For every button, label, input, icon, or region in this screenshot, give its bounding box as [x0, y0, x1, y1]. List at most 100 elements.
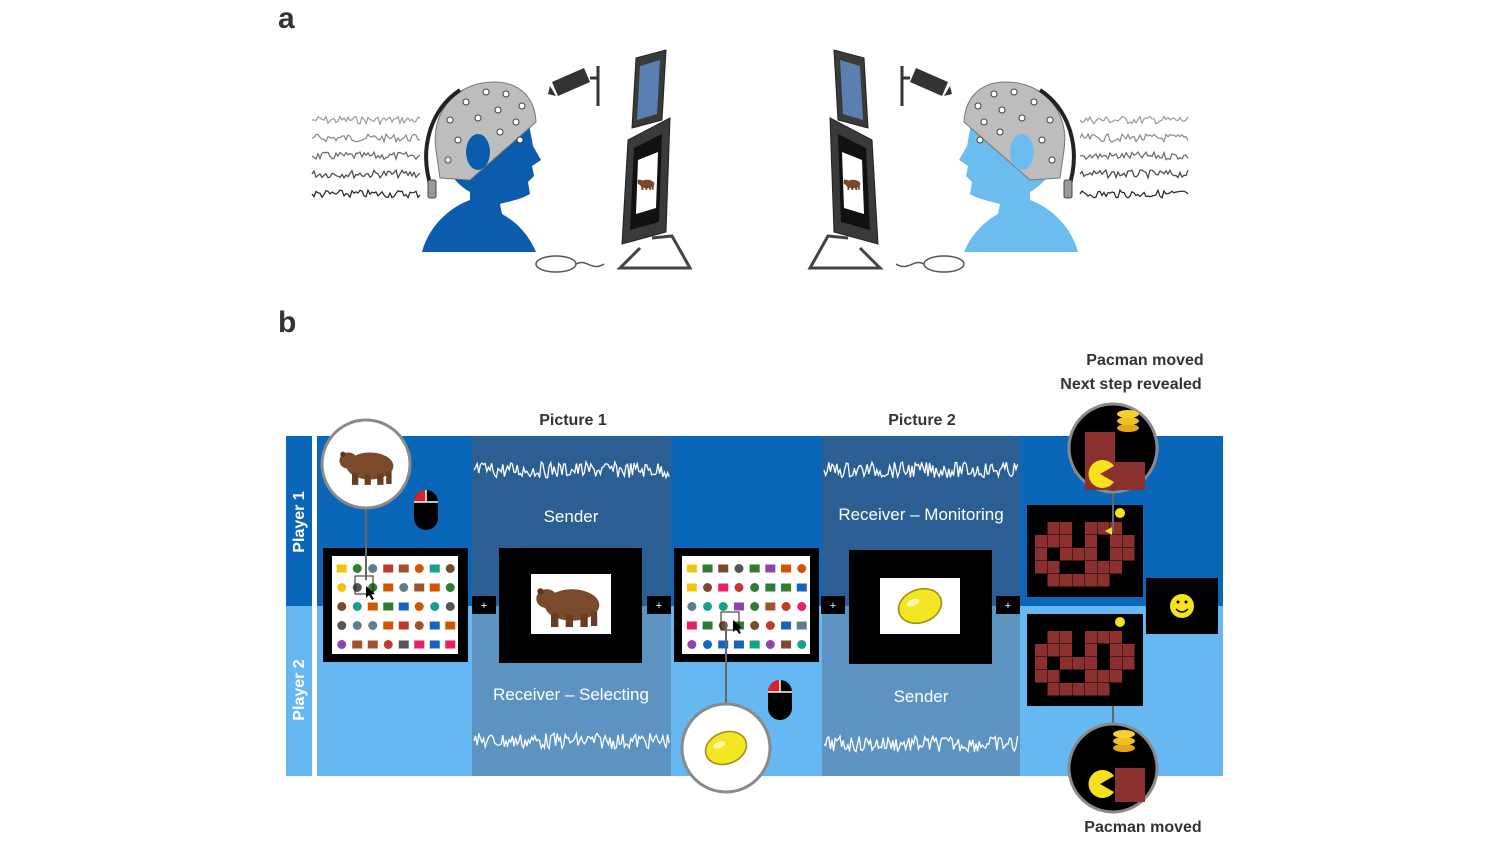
- grid-thumbnail: [445, 640, 456, 649]
- maze-cell: [1035, 657, 1047, 670]
- maze-cell: [1085, 574, 1097, 587]
- maze-cell: [1072, 657, 1085, 670]
- grid-thumbnail: [765, 640, 775, 649]
- grid-thumbnail: [445, 564, 455, 573]
- grid-thumbnail: [352, 602, 362, 611]
- maze-cell: [1047, 535, 1060, 548]
- maze-cell: [1110, 644, 1122, 657]
- picture2-role-bottom: Sender: [894, 687, 949, 706]
- grid-thumbnail: [337, 583, 347, 592]
- grid-thumbnail: [398, 640, 409, 649]
- grid-thumbnail: [414, 602, 424, 611]
- grid-thumbnail: [352, 564, 362, 573]
- grid-thumbnail: [367, 602, 378, 611]
- grid-thumbnail: [797, 564, 807, 573]
- grid-thumbnail: [781, 640, 792, 649]
- maze-cell: [1047, 683, 1060, 696]
- left-eeg-traces: [311, 115, 421, 200]
- grid-thumbnail: [429, 621, 440, 630]
- pacman-zoom-top: [1067, 402, 1159, 494]
- maze-cell: [1097, 631, 1110, 644]
- maze-cell: [1110, 631, 1122, 644]
- grid-thumbnail: [383, 621, 394, 630]
- grid-thumbnail: [430, 602, 440, 611]
- maze-cell: [1085, 644, 1097, 657]
- maze-cell: [1085, 670, 1097, 683]
- maze-cell: [1097, 670, 1110, 683]
- maze-cell: [1097, 561, 1110, 574]
- grid-thumbnail: [796, 621, 807, 630]
- maze-cell: [1085, 535, 1097, 548]
- mouse-click-icon: [768, 680, 792, 720]
- grid-thumbnail: [765, 621, 775, 630]
- grid-thumbnail: [796, 583, 807, 592]
- maze-cell: [1060, 522, 1072, 535]
- grid-thumbnail: [750, 602, 760, 611]
- eeg-wave: [473, 731, 670, 751]
- grid-thumbnail: [797, 640, 807, 649]
- grid-thumbnail: [352, 640, 363, 649]
- maze-cell: [1060, 683, 1072, 696]
- pacman-zoom-bottom: [1067, 722, 1159, 814]
- left-monitor-setup: [616, 49, 693, 270]
- eeg-trace: [311, 168, 421, 180]
- maze-cell: [1035, 535, 1047, 548]
- outcome-bottom-label: Pacman moved: [1084, 819, 1201, 836]
- picture-grid-1: [323, 548, 468, 662]
- picture1-role-top: Sender: [544, 507, 599, 526]
- grid-thumbnail: [352, 583, 362, 592]
- maze-cell: [1097, 522, 1110, 535]
- maze-cell: [1110, 535, 1122, 548]
- maze-cell: [1122, 644, 1135, 657]
- maze-cell: [1047, 574, 1060, 587]
- grid-thumbnail: [718, 602, 728, 611]
- grid-thumbnail: [414, 640, 425, 649]
- bear-zoom-circle: [320, 418, 412, 510]
- left-camera-icon: [548, 66, 600, 106]
- maze-cell: [1085, 548, 1097, 561]
- maze-cell: [1085, 561, 1097, 574]
- eeg-cap-electrodes: [974, 88, 1056, 164]
- grid-thumbnail: [352, 621, 362, 630]
- maze-cell: [1060, 548, 1072, 561]
- eeg-trace: [1079, 168, 1189, 181]
- maze-cell: [1085, 683, 1097, 696]
- right-camera-icon: [900, 66, 952, 106]
- grid-thumbnail: [429, 583, 440, 592]
- outcome-top-line2: Next step revealed: [1060, 376, 1201, 393]
- maze-cell: [1047, 670, 1060, 683]
- picture2-role-top: Receiver – Monitoring: [838, 505, 1003, 524]
- grid-thumbnail: [703, 640, 713, 649]
- maze-cell: [1110, 548, 1122, 561]
- grid-thumbnail: [337, 602, 347, 611]
- grid-thumbnail: [398, 602, 409, 611]
- grid-thumbnail: [765, 583, 776, 592]
- grid-thumbnail: [429, 640, 440, 649]
- grid-thumbnail: [703, 602, 713, 611]
- grid-thumbnail: [445, 602, 455, 611]
- maze-cell: [1047, 522, 1060, 535]
- eeg-trace: [1079, 150, 1189, 161]
- eeg-wave: [823, 733, 1019, 754]
- grid-thumbnail: [781, 564, 792, 573]
- smiley-reward-screen: [1146, 578, 1218, 634]
- grid-thumbnail: [337, 640, 347, 649]
- fixation-cross: [821, 596, 845, 614]
- maze-cell: [1047, 561, 1060, 574]
- grid-thumbnail: [383, 640, 393, 649]
- eeg-trace: [1079, 132, 1189, 143]
- maze-cell: [1110, 657, 1122, 670]
- grid-thumbnail: [733, 640, 744, 649]
- eeg-cap-electrodes: [444, 88, 526, 164]
- eeg-trace: [311, 150, 421, 161]
- grid-thumbnail: [368, 621, 378, 630]
- outcome-top-line1: Pacman moved: [1086, 352, 1203, 369]
- grid-thumbnail: [383, 564, 394, 573]
- picture2-title: Picture 2: [888, 412, 956, 429]
- grid-thumbnail: [445, 621, 456, 630]
- grid-thumbnail: [367, 640, 378, 649]
- maze-cell: [1072, 574, 1085, 587]
- grid-thumbnail: [797, 602, 807, 611]
- grid-thumbnail: [749, 640, 760, 649]
